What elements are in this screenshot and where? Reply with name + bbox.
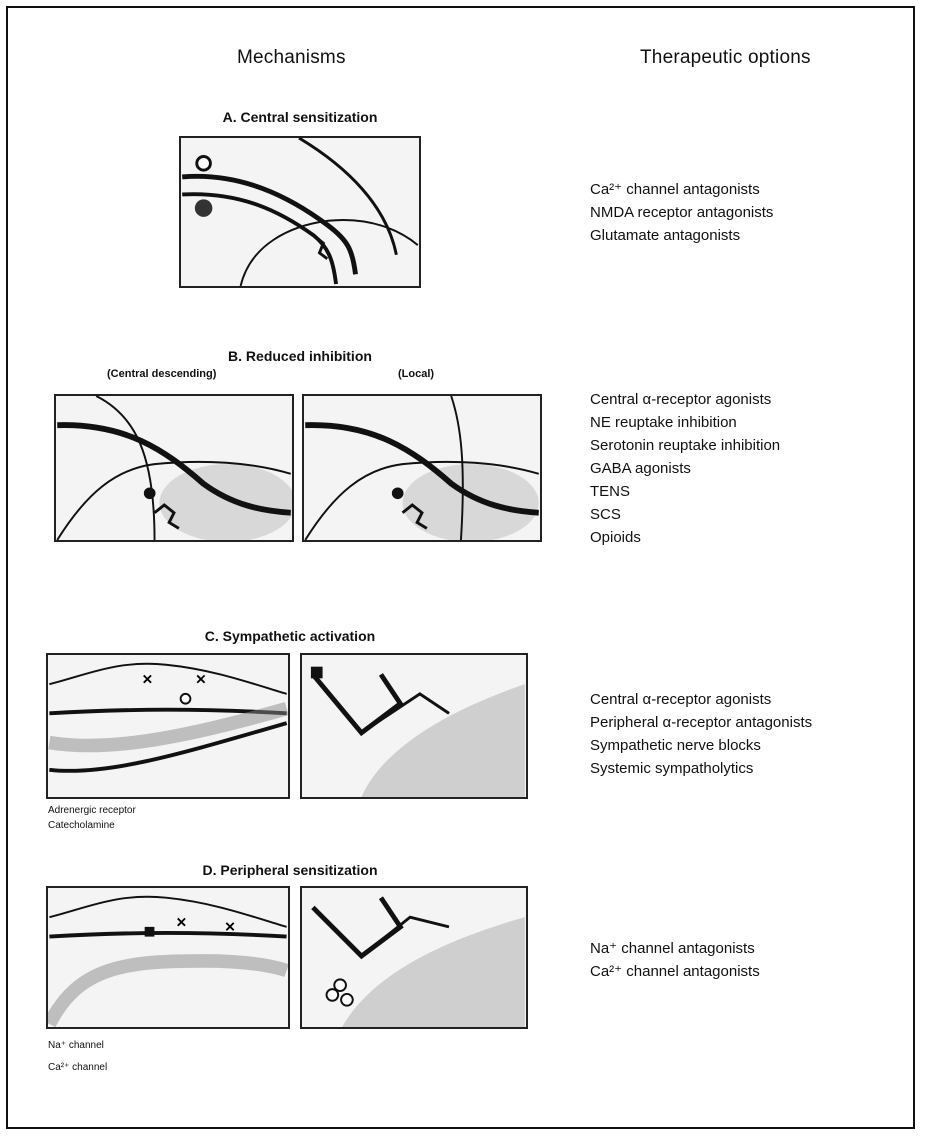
- section-a-therapies: Ca²⁺ channel antagonists NMDA receptor a…: [590, 178, 773, 247]
- peripheral-terminal-drawing: [302, 888, 526, 1027]
- section-c-title: C. Sympathetic activation: [140, 628, 440, 644]
- therapy-item: Central α-receptor agonists: [590, 388, 780, 411]
- therapy-item: Peripheral α-receptor antagonists: [590, 711, 812, 734]
- therapy-item: Central α-receptor agonists: [590, 688, 812, 711]
- section-c-therapies: Central α-receptor agonists Peripheral α…: [590, 688, 812, 780]
- section-a-title: A. Central sensitization: [150, 109, 450, 125]
- sympathetic-axon-drawing: ✕ ✕: [48, 655, 288, 797]
- therapy-item: Serotonin reuptake inhibition: [590, 434, 780, 457]
- therapy-item: Sympathetic nerve blocks: [590, 734, 812, 757]
- legend-item-ca-channel: Ca²⁺ channel: [48, 1057, 107, 1079]
- therapy-item: Ca²⁺ channel antagonists: [590, 960, 760, 983]
- therapy-item: NE reuptake inhibition: [590, 411, 780, 434]
- section-d-legend: Na⁺ channel Ca²⁺ channel: [48, 1035, 107, 1079]
- therapy-item: TENS: [590, 480, 780, 503]
- central-sensitization-drawing: [181, 138, 419, 286]
- svg-text:✕: ✕: [176, 915, 187, 930]
- therapy-item: NMDA receptor antagonists: [590, 201, 773, 224]
- therapy-item: SCS: [590, 503, 780, 526]
- mechanisms-header: Mechanisms: [237, 47, 346, 69]
- section-d-therapies: Na⁺ channel antagonists Ca²⁺ channel ant…: [590, 937, 760, 983]
- therapy-item: Glutamate antagonists: [590, 224, 773, 247]
- central-descending-drawing: [56, 396, 292, 540]
- therapy-item: GABA agonists: [590, 457, 780, 480]
- therapy-item: Opioids: [590, 526, 780, 549]
- section-d-right-illustration: [300, 886, 528, 1029]
- therapy-item: Systemic sympatholytics: [590, 757, 812, 780]
- therapy-item: Na⁺ channel antagonists: [590, 937, 760, 960]
- therapy-item: Ca²⁺ channel antagonists: [590, 178, 773, 201]
- section-a-illustration: [179, 136, 421, 288]
- section-b-right-sublabel: (Local): [398, 368, 434, 380]
- therapeutic-options-header: Therapeutic options: [640, 47, 811, 69]
- legend-item-catecholamine: Catecholamine: [48, 818, 136, 833]
- section-b-title: B. Reduced inhibition: [150, 348, 450, 364]
- svg-text:✕: ✕: [142, 672, 153, 687]
- svg-text:✕: ✕: [195, 672, 206, 687]
- peripheral-axon-drawing: ✕ ✕: [48, 888, 288, 1027]
- svg-text:✕: ✕: [224, 920, 235, 935]
- legend-item-na-channel: Na⁺ channel: [48, 1035, 107, 1057]
- section-c-right-illustration: [300, 653, 528, 799]
- sympathetic-terminal-drawing: [302, 655, 526, 797]
- legend-item-adrenergic-receptor: Adrenergic receptor: [48, 803, 136, 818]
- section-b-right-illustration: [302, 394, 542, 542]
- section-d-title: D. Peripheral sensitization: [140, 862, 440, 878]
- section-c-left-illustration: ✕ ✕: [46, 653, 290, 799]
- section-d-left-illustration: ✕ ✕: [46, 886, 290, 1029]
- local-inhibition-drawing: [304, 396, 540, 540]
- section-b-left-sublabel: (Central descending): [107, 368, 216, 380]
- section-b-therapies: Central α-receptor agonists NE reuptake …: [590, 388, 780, 549]
- section-c-legend: Adrenergic receptor Catecholamine: [48, 803, 136, 833]
- section-b-left-illustration: [54, 394, 294, 542]
